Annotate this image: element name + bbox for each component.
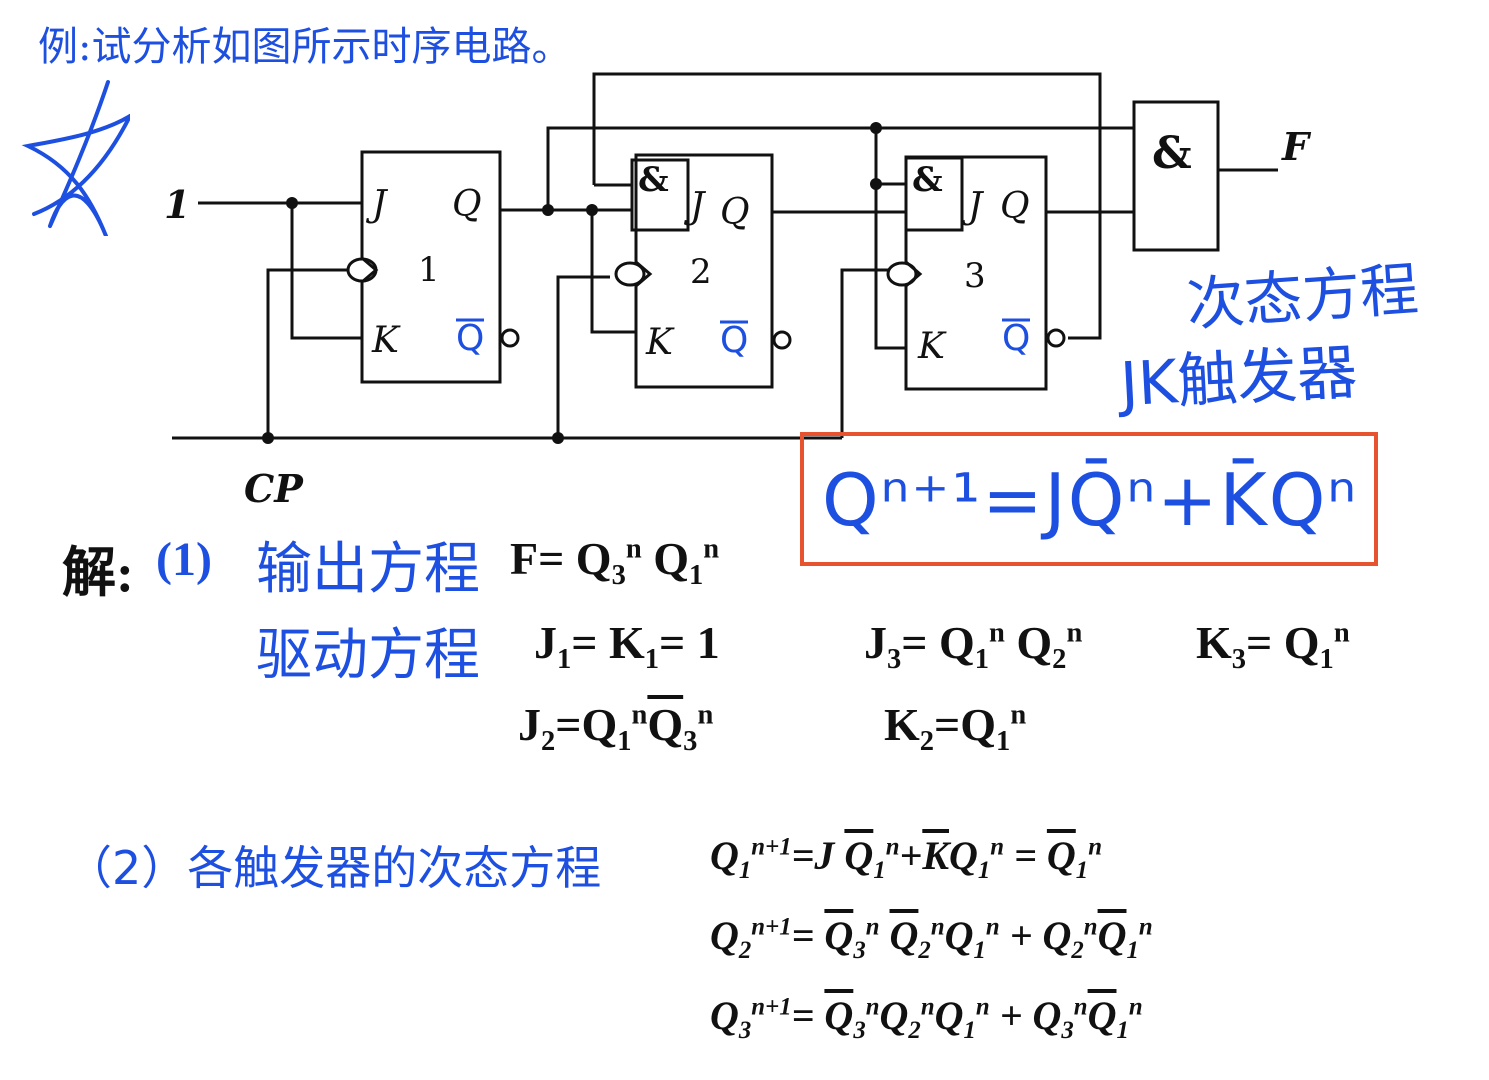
ff1-k-label: K <box>372 320 399 361</box>
output-label: F <box>1282 124 1309 169</box>
j2-equation: J2=Q1nQ3n <box>518 699 714 758</box>
ff1-q-label: Q <box>452 184 482 225</box>
and-symbol-ff2: & <box>638 160 669 200</box>
star-mark-icon <box>21 80 130 236</box>
q1-next-state-equation: Q1n+1=J Q1n+KQ1n = Q1n <box>710 833 1102 884</box>
ff2-k-label: K <box>646 322 673 363</box>
clock-label: CP <box>244 466 303 511</box>
next-state-title: （2）各触发器的次态方程 <box>66 841 602 895</box>
ff1-j-label: J <box>372 184 387 225</box>
ff2-qbar-label: Q <box>720 320 749 361</box>
handwritten-note-jk: JK触发器 <box>1118 337 1360 421</box>
drive-equation-title: 驱动方程 <box>256 623 480 688</box>
input-label: 1 <box>164 182 191 227</box>
j1-k1-equation: J1= K1= 1 <box>534 617 720 676</box>
circuit-diagram <box>172 72 1278 444</box>
and-gate-symbol: & <box>1152 128 1192 179</box>
ff1-qbar-label: Q <box>456 318 485 359</box>
ff3-q-label: Q <box>1000 186 1030 227</box>
jk-characteristic-equation: Qⁿ⁺¹=JQ̄ⁿ+K̄Qⁿ <box>822 458 1359 542</box>
ff3-qbar-label: Q <box>1002 318 1031 359</box>
output-equation-title: 输出方程 <box>256 537 480 602</box>
k2-equation: K2=Q1n <box>884 699 1027 758</box>
formula-highlight-box: Qⁿ⁺¹=JQ̄ⁿ+K̄Qⁿ <box>800 432 1378 566</box>
ff3-number: 3 <box>964 256 986 296</box>
step1-label: (1) <box>156 533 212 586</box>
q3-next-state-equation: Q3n+1= Q3nQ2nQ1n + Q3nQ1n <box>710 993 1143 1044</box>
k3-equation: K3= Q1n <box>1196 617 1350 676</box>
ff3-k-label: K <box>918 326 945 367</box>
output-equation: F= Q3n Q1n <box>510 533 720 592</box>
q2-next-state-equation: Q2n+1= Q3n Q2nQ1n + Q2nQ1n <box>710 913 1153 964</box>
page-title: 例:试分析如图所示时序电路。 <box>38 24 572 70</box>
ff3-j-label: J <box>968 186 983 227</box>
j3-equation: J3= Q1n Q2n <box>864 617 1083 676</box>
ff2-q-label: Q <box>720 192 750 233</box>
and-symbol-ff3: & <box>912 160 943 200</box>
solution-label: 解: <box>62 543 134 603</box>
ff1-number: 1 <box>418 250 440 290</box>
ff2-number: 2 <box>690 252 712 292</box>
ff2-j-label: J <box>690 186 705 227</box>
